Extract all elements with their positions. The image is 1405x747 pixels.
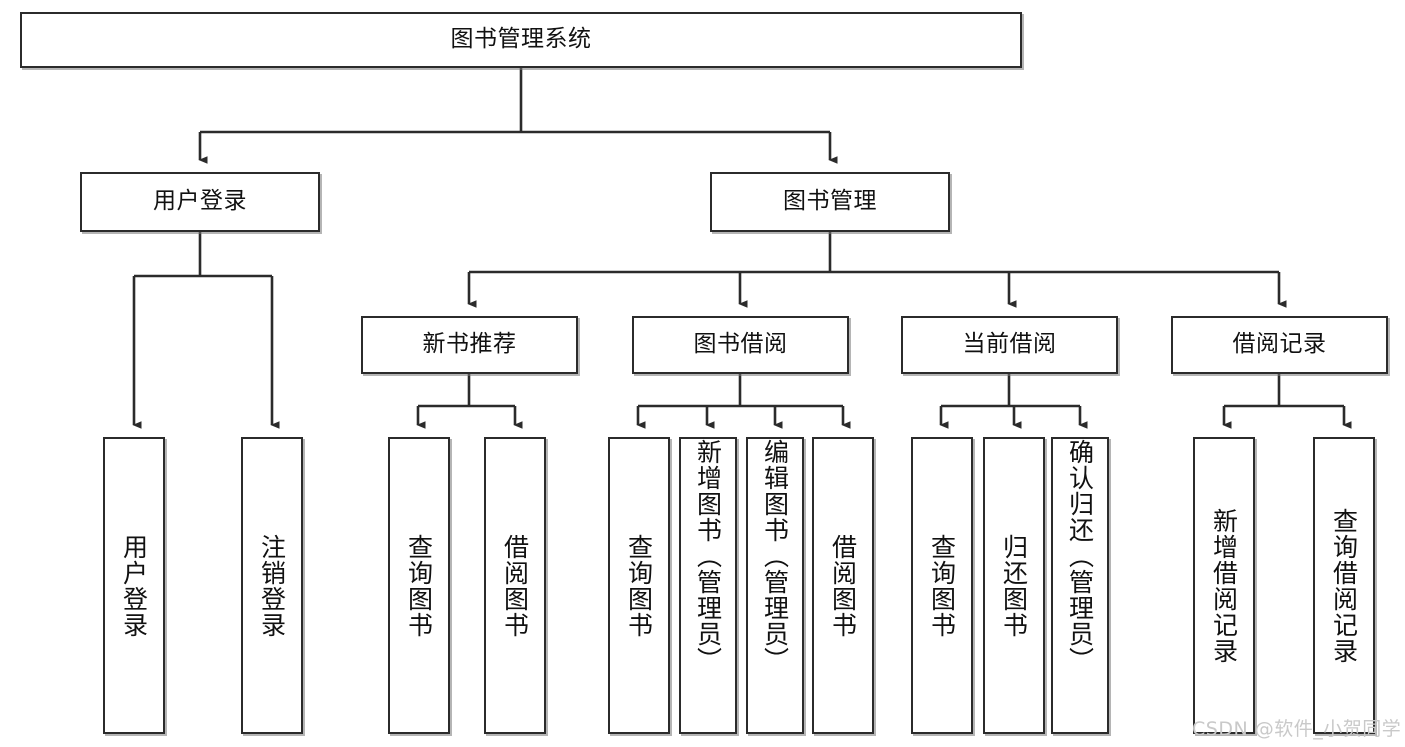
csdn-watermark: CSDN @软件_小贺同学 bbox=[1192, 718, 1402, 740]
node-label-new-book-rec: 新书推荐 bbox=[422, 331, 517, 358]
node-label-leaf-bb-add: 新增图书（管理员） bbox=[693, 439, 723, 673]
node-label-book-borrow: 图书借阅 bbox=[693, 331, 788, 358]
node-label-leaf-bb-query: 查询图书 bbox=[624, 533, 654, 638]
node-borrow-record[interactable]: 借阅记录 bbox=[1171, 316, 1388, 374]
node-leaf-rec-query[interactable]: 查询图书 bbox=[388, 437, 450, 734]
node-label-borrow-record: 借阅记录 bbox=[1232, 331, 1327, 358]
node-label-leaf-bb-lend: 借阅图书 bbox=[828, 533, 858, 638]
node-label-leaf-bb-edit: 编辑图书（管理员） bbox=[760, 439, 790, 673]
node-label-leaf-logout: 注销登录 bbox=[257, 533, 287, 638]
node-leaf-bb-add[interactable]: 新增图书（管理员） bbox=[679, 437, 737, 734]
node-label-leaf-cb-return: 归还图书 bbox=[999, 533, 1029, 638]
node-leaf-rec-borrow[interactable]: 借阅图书 bbox=[484, 437, 546, 734]
node-new-book-rec[interactable]: 新书推荐 bbox=[361, 316, 578, 374]
node-leaf-bb-edit[interactable]: 编辑图书（管理员） bbox=[746, 437, 804, 734]
node-label-root: 图书管理系统 bbox=[450, 26, 592, 53]
node-label-user-login: 用户登录 bbox=[153, 188, 247, 215]
node-label-leaf-rec-query: 查询图书 bbox=[404, 533, 434, 638]
node-book-borrow[interactable]: 图书借阅 bbox=[632, 316, 849, 374]
node-label-book-manage: 图书管理 bbox=[783, 188, 877, 215]
node-label-leaf-br-query: 查询借阅记录 bbox=[1329, 507, 1359, 664]
node-leaf-cb-query[interactable]: 查询图书 bbox=[911, 437, 973, 734]
node-label-leaf-rec-borrow: 借阅图书 bbox=[500, 533, 530, 638]
node-label-leaf-br-add: 新增借阅记录 bbox=[1209, 507, 1239, 664]
node-leaf-br-query[interactable]: 查询借阅记录 bbox=[1313, 437, 1375, 734]
node-label-current-borrow: 当前借阅 bbox=[962, 331, 1057, 358]
node-leaf-logout[interactable]: 注销登录 bbox=[241, 437, 303, 734]
node-book-manage[interactable]: 图书管理 bbox=[710, 172, 950, 232]
node-leaf-bb-lend[interactable]: 借阅图书 bbox=[812, 437, 874, 734]
node-label-leaf-user-login: 用户登录 bbox=[119, 533, 149, 638]
node-current-borrow[interactable]: 当前借阅 bbox=[901, 316, 1118, 374]
node-leaf-user-login[interactable]: 用户登录 bbox=[103, 437, 165, 734]
node-leaf-cb-confirm[interactable]: 确认归还（管理员） bbox=[1051, 437, 1109, 734]
node-root[interactable]: 图书管理系统 bbox=[20, 12, 1022, 68]
node-label-leaf-cb-query: 查询图书 bbox=[927, 533, 957, 638]
node-leaf-cb-return[interactable]: 归还图书 bbox=[983, 437, 1045, 734]
node-leaf-bb-query[interactable]: 查询图书 bbox=[608, 437, 670, 734]
node-user-login[interactable]: 用户登录 bbox=[80, 172, 320, 232]
node-leaf-br-add[interactable]: 新增借阅记录 bbox=[1193, 437, 1255, 734]
node-label-leaf-cb-confirm: 确认归还（管理员） bbox=[1065, 439, 1095, 673]
